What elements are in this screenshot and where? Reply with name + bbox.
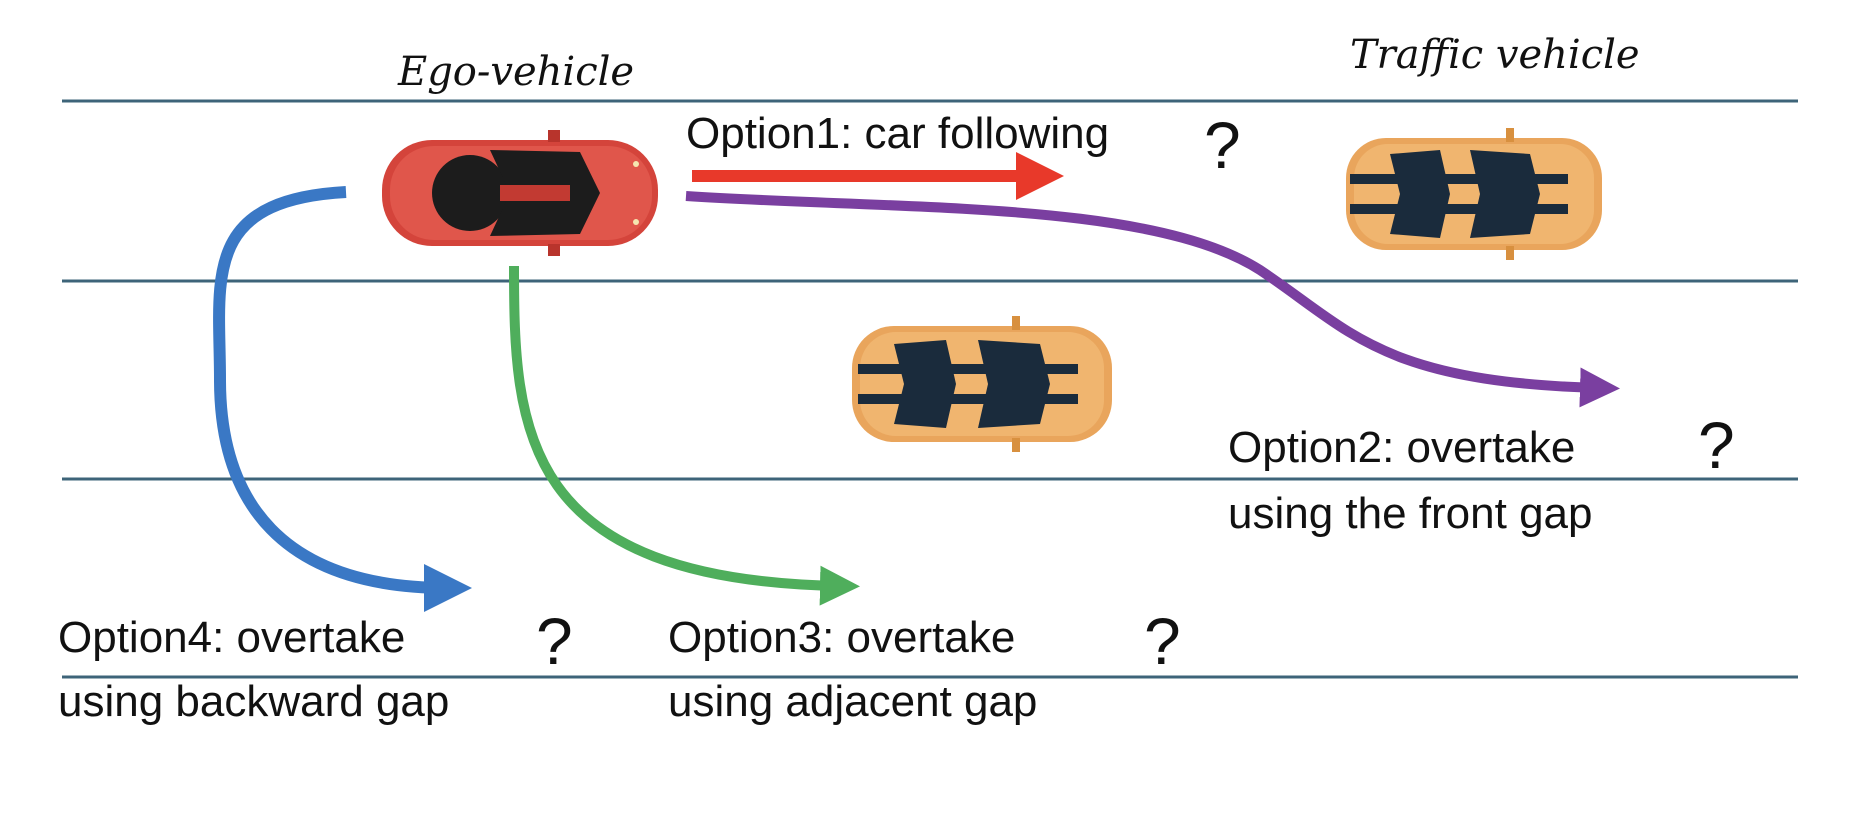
option3-label-line2: using adjacent gap <box>668 677 1037 726</box>
option4-label-line2: using backward gap <box>58 677 449 726</box>
option3-arrow <box>509 265 860 606</box>
traffic-vehicle-front <box>1346 128 1602 260</box>
option1-label: Option1: car following <box>686 109 1109 158</box>
option3-question-mark: ? <box>1144 604 1181 678</box>
ego-vehicle-car <box>382 130 658 256</box>
option4-question-mark: ? <box>536 604 573 678</box>
option2-question-mark: ? <box>1698 408 1735 482</box>
option2-label-line1: Option2: overtake <box>1228 423 1575 472</box>
option2-arrow <box>685 191 1620 408</box>
option3-label-line1: Option3: overtake <box>668 613 1015 662</box>
traffic-vehicle-label: Traffic vehicle <box>1350 32 1640 78</box>
option1-question-mark: ? <box>1204 108 1241 182</box>
traffic-vehicle-adjacent <box>852 316 1112 452</box>
ego-vehicle-label: Ego-vehicle <box>397 49 634 95</box>
option4-label-line1: Option4: overtake <box>58 613 405 662</box>
option4-arrow <box>213 186 472 612</box>
option2-label-line2: using the front gap <box>1228 489 1592 538</box>
